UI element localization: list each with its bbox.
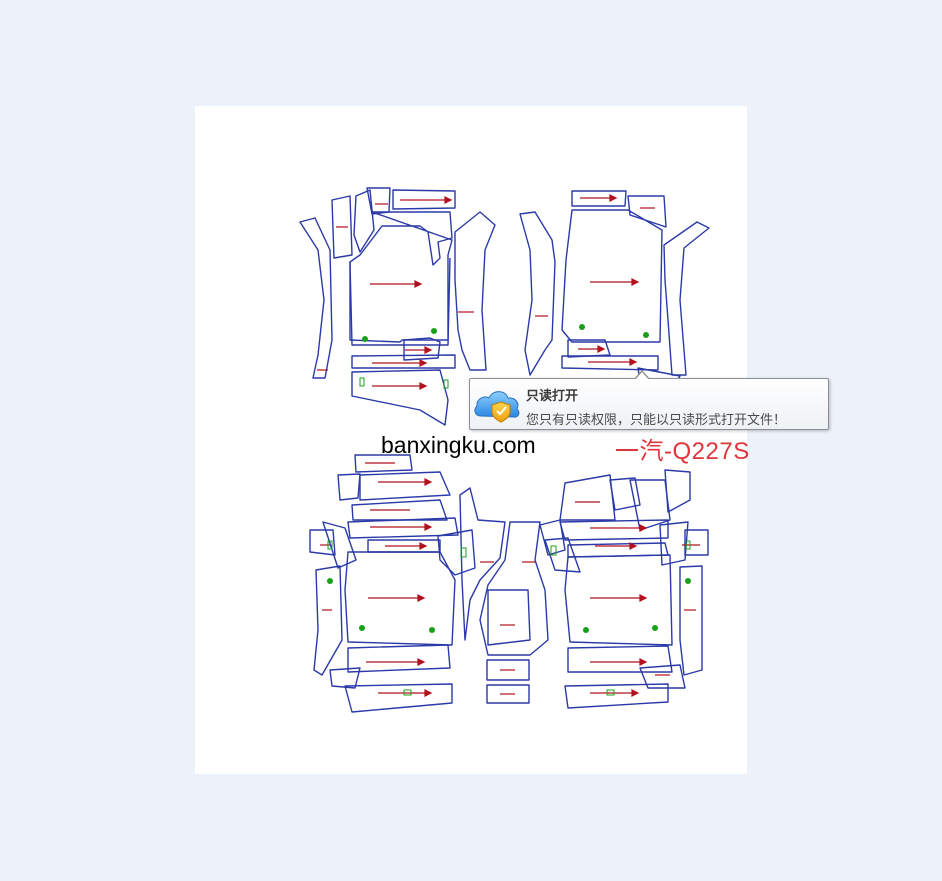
pattern-piece: [571, 190, 627, 207]
pattern-piece: [629, 479, 671, 531]
pattern-piece: [353, 189, 375, 253]
pattern-piece: [313, 565, 343, 676]
floor-mat-pattern-drawing: [299, 187, 710, 713]
pattern-piece: [659, 521, 689, 566]
tooltip-title: 只读打开: [526, 389, 579, 404]
pattern-piece: [544, 537, 581, 573]
pattern-piece: [331, 195, 353, 259]
pattern-piece: [347, 644, 451, 673]
pattern-piece: [479, 521, 549, 656]
pattern-piece: [351, 499, 448, 521]
pattern-piece: [337, 473, 361, 501]
pattern-piece: [609, 477, 641, 511]
pattern-piece: [347, 517, 459, 539]
pattern-piece: [486, 684, 530, 704]
pattern-piece: [519, 211, 556, 376]
pattern-piece: [539, 519, 566, 556]
model-label: 一汽-Q227S: [615, 438, 750, 465]
pattern-piece: [561, 209, 663, 343]
pattern-piece: [454, 211, 496, 371]
pattern-piece: [354, 454, 413, 473]
pattern-piece: [561, 355, 659, 371]
pattern-piece: [392, 189, 456, 210]
pattern-piece: [351, 354, 456, 369]
pattern-piece: [564, 683, 669, 709]
pattern-piece: [437, 529, 476, 576]
pattern-piece: [299, 217, 333, 379]
pattern-piece: [351, 369, 449, 426]
pattern-piece: [684, 529, 709, 556]
cloud-shield-icon: [474, 391, 520, 423]
pattern-piece: [486, 659, 530, 681]
pattern-piece: [359, 471, 451, 501]
pattern-piece: [567, 339, 611, 358]
document-page: 一汽-Q227S banxingku.com: [195, 106, 750, 774]
tooltip-message: 您只有只读权限，只能以只读形式打开文件！: [526, 413, 787, 428]
pattern-piece: [559, 474, 616, 521]
pattern-piece: [349, 211, 453, 343]
pattern-piece: [639, 664, 686, 689]
pattern-piece: [329, 667, 361, 689]
pattern-piece: [679, 565, 703, 676]
pattern-piece: [487, 589, 531, 646]
pattern-piece: [403, 337, 441, 361]
pattern-piece: [663, 221, 710, 376]
pattern-piece: [664, 469, 691, 513]
pattern-piece: [564, 554, 673, 646]
pattern-piece: [349, 257, 451, 346]
pattern-piece: [309, 529, 336, 556]
pattern-piece: [627, 195, 667, 228]
pattern-piece: [459, 487, 506, 641]
pattern-piece: [344, 683, 453, 713]
pattern-piece: [567, 645, 673, 673]
pattern-piece: [559, 519, 669, 541]
readonly-tooltip: 只读打开 您只有只读权限，只能以只读形式打开文件！: [469, 370, 829, 430]
pattern-piece: [322, 521, 357, 569]
watermark-text: banxingku.com: [381, 432, 536, 458]
